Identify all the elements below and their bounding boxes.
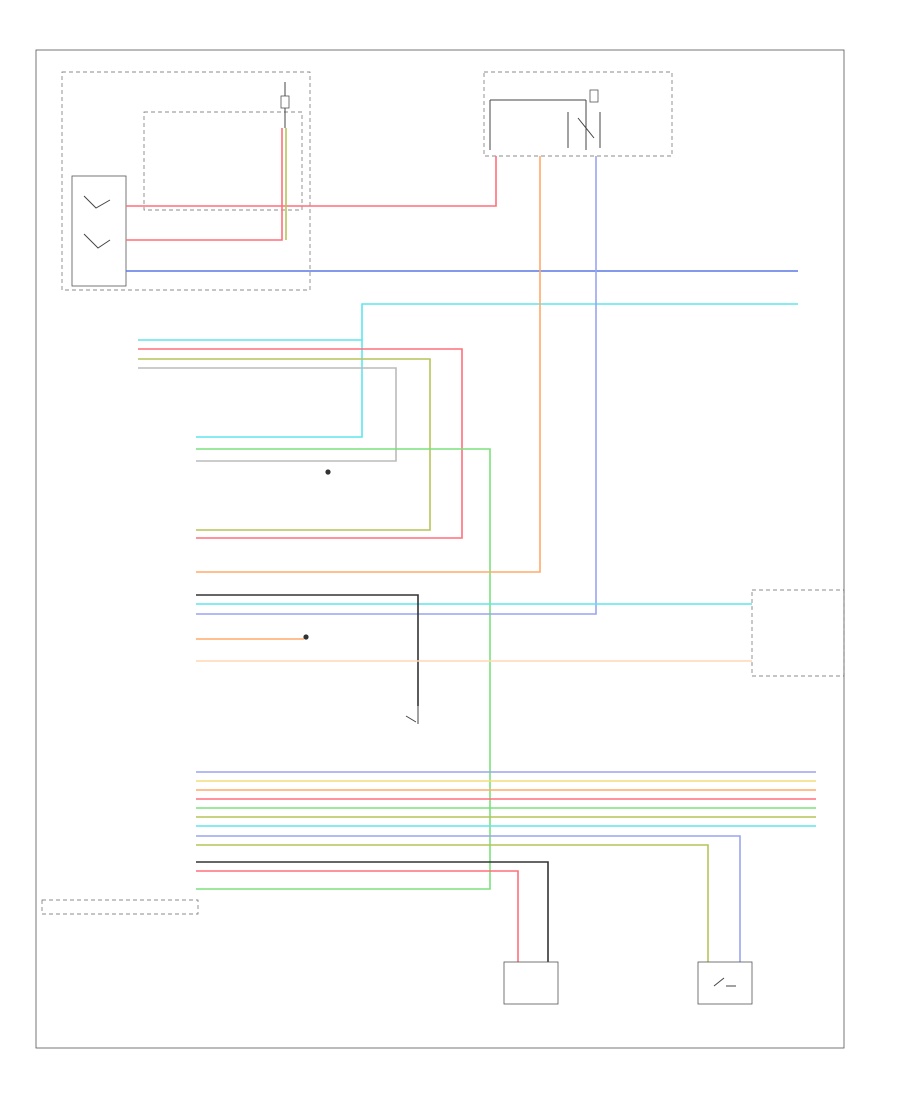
diagram-frame (35, 49, 845, 1049)
left-lower-module-border (41, 899, 199, 915)
wire-cyan-top (361, 303, 798, 340)
bottom-sensor-right (697, 961, 753, 1005)
bottom-components (503, 961, 753, 1005)
left-connector-block (71, 175, 127, 287)
connector-stubs (41, 469, 845, 915)
wire-pink-relay (126, 128, 283, 241)
splice-point-mid (303, 634, 309, 640)
top-right-relay (483, 71, 673, 157)
wire-black-ground (196, 594, 419, 706)
splice-point-upper (325, 469, 331, 475)
wire-blue-vertical (196, 156, 597, 615)
top-right-relay-frame (489, 99, 587, 150)
top-left-relay-box (143, 111, 303, 211)
ground-lead (405, 706, 419, 724)
top-left-module-border (61, 71, 311, 291)
bottom-sensor-left (503, 961, 559, 1005)
wire-orange-vertical (196, 156, 541, 573)
main-wires (126, 128, 798, 890)
right-connector-box (751, 589, 845, 677)
wire-cyan-drop (138, 339, 363, 438)
top-right-relay-border (483, 71, 673, 157)
wire-red-mid (138, 348, 463, 539)
bus-wire-9 (196, 844, 709, 962)
bottom-bus-wires (196, 771, 816, 962)
bus-wire-10 (196, 861, 549, 962)
top-right-fuse (589, 89, 599, 103)
bottom-sensor-right-switch (713, 977, 736, 987)
bus-wire-11 (196, 870, 519, 962)
top-right-relay-switch (567, 112, 601, 148)
top-left-module (61, 71, 311, 291)
top-left-fuse (280, 95, 290, 109)
left-connector-contacts (83, 195, 111, 249)
wire-pink-top (126, 156, 497, 207)
wire-gray-mid (138, 367, 397, 462)
wire-olive-mid (138, 358, 431, 531)
wire-green-long (196, 448, 491, 890)
bus-wire-8 (196, 835, 741, 962)
